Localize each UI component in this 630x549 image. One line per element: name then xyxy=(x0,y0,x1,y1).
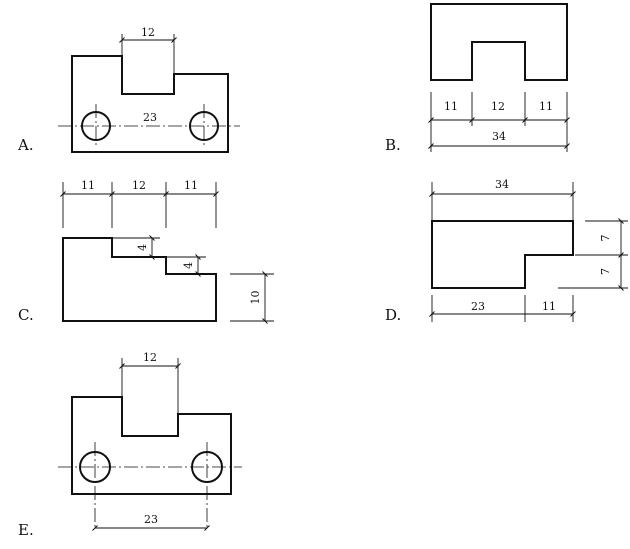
option-b-dim-left: 11 xyxy=(444,100,458,113)
option-e: E. 12 23 xyxy=(18,351,242,539)
option-c-dim-right: 11 xyxy=(184,179,198,192)
option-a-label: A. xyxy=(17,136,34,154)
option-d: D. 34 23 11 7 7 xyxy=(385,178,628,324)
option-a-dim-top-width: 12 xyxy=(141,26,155,39)
option-e-dim-top-width: 12 xyxy=(143,351,157,364)
option-b-dim-right: 11 xyxy=(539,100,553,113)
option-c-dim-height: 10 xyxy=(249,291,262,305)
option-a: A. 12 23 xyxy=(17,26,240,154)
option-e-outline xyxy=(71,396,232,495)
option-c-label: C. xyxy=(18,306,34,324)
option-b-dim-total: 34 xyxy=(492,130,506,143)
option-c-dim-step2: 4 xyxy=(182,262,195,269)
option-d-label: D. xyxy=(385,306,401,324)
option-c-dim-step1: 4 xyxy=(136,244,149,251)
option-c-dim-left: 11 xyxy=(81,179,95,192)
option-d-outline xyxy=(431,220,574,289)
option-b-label: B. xyxy=(385,136,401,154)
option-d-dim-lower: 7 xyxy=(599,268,612,275)
option-c: C. 11 12 11 4 4 10 xyxy=(18,179,274,324)
option-e-label: E. xyxy=(18,521,34,539)
option-d-dim-total: 34 xyxy=(495,178,509,191)
option-e-dim-center-distance: 23 xyxy=(144,513,158,526)
option-b-dim-middle: 12 xyxy=(491,100,505,113)
option-c-dim-middle: 12 xyxy=(132,179,146,192)
option-b: B. 11 12 11 34 xyxy=(385,3,570,154)
option-a-dim-center-distance: 23 xyxy=(143,111,157,124)
option-d-dim-right: 11 xyxy=(542,300,556,313)
option-b-outline xyxy=(430,3,568,81)
option-c-outline xyxy=(62,237,217,322)
option-a-outline xyxy=(71,55,229,153)
option-d-dim-left: 23 xyxy=(471,300,485,313)
option-d-dim-upper: 7 xyxy=(599,235,612,242)
